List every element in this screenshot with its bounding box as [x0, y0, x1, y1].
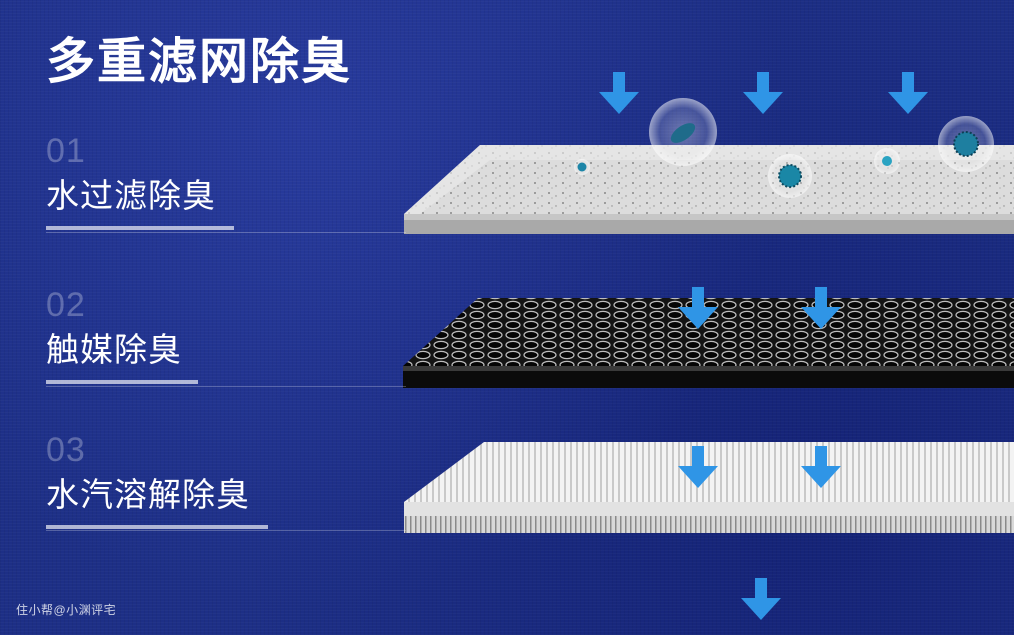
divider-line	[46, 530, 406, 531]
step-number: 03	[46, 431, 86, 469]
filter-layer-3	[404, 442, 1014, 533]
odor-particle-icons	[574, 98, 994, 198]
step-label: 触媒除臭	[46, 331, 182, 368]
step-label: 水汽溶解除臭	[46, 476, 250, 513]
step-1: 01 水过滤除臭	[46, 134, 234, 230]
divider-line	[46, 232, 406, 233]
filter-layer-1	[404, 145, 1014, 234]
step-2: 02 触媒除臭	[46, 288, 198, 384]
page-title: 多重滤网除臭	[46, 35, 353, 89]
step-number: 02	[46, 286, 86, 324]
filter-layer-2	[403, 298, 1014, 388]
down-arrow-icon	[599, 72, 639, 114]
down-arrow-icon	[741, 578, 781, 620]
step-number: 01	[46, 132, 86, 170]
step-underline	[46, 524, 268, 529]
down-arrow-icon	[743, 72, 783, 114]
step-underline	[46, 379, 198, 384]
watermark: 住小帮@小渊评宅	[16, 603, 117, 617]
down-arrow-icon	[888, 72, 928, 114]
step-underline	[46, 225, 234, 230]
divider-line	[46, 386, 406, 387]
step-label: 水过滤除臭	[46, 177, 216, 214]
step-3: 03 水汽溶解除臭	[46, 433, 268, 529]
